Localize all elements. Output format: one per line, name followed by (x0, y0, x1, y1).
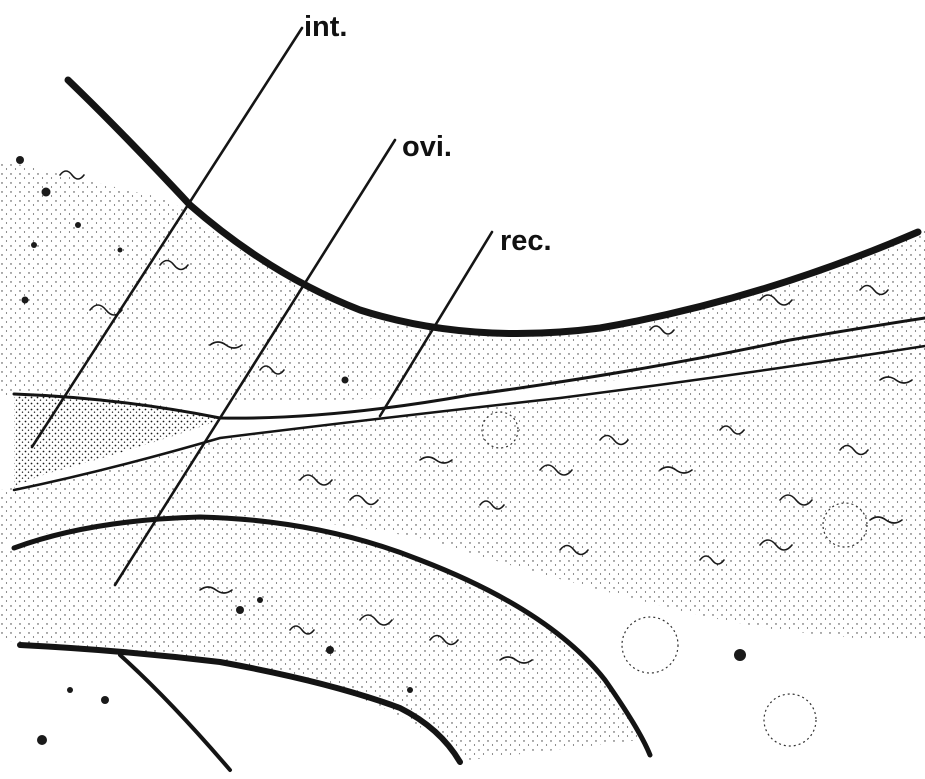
label-int: int. (304, 11, 348, 43)
lower-left-wall-line (120, 655, 230, 770)
label-rec: rec. (500, 225, 552, 257)
label-ovi: ovi. (402, 131, 452, 163)
